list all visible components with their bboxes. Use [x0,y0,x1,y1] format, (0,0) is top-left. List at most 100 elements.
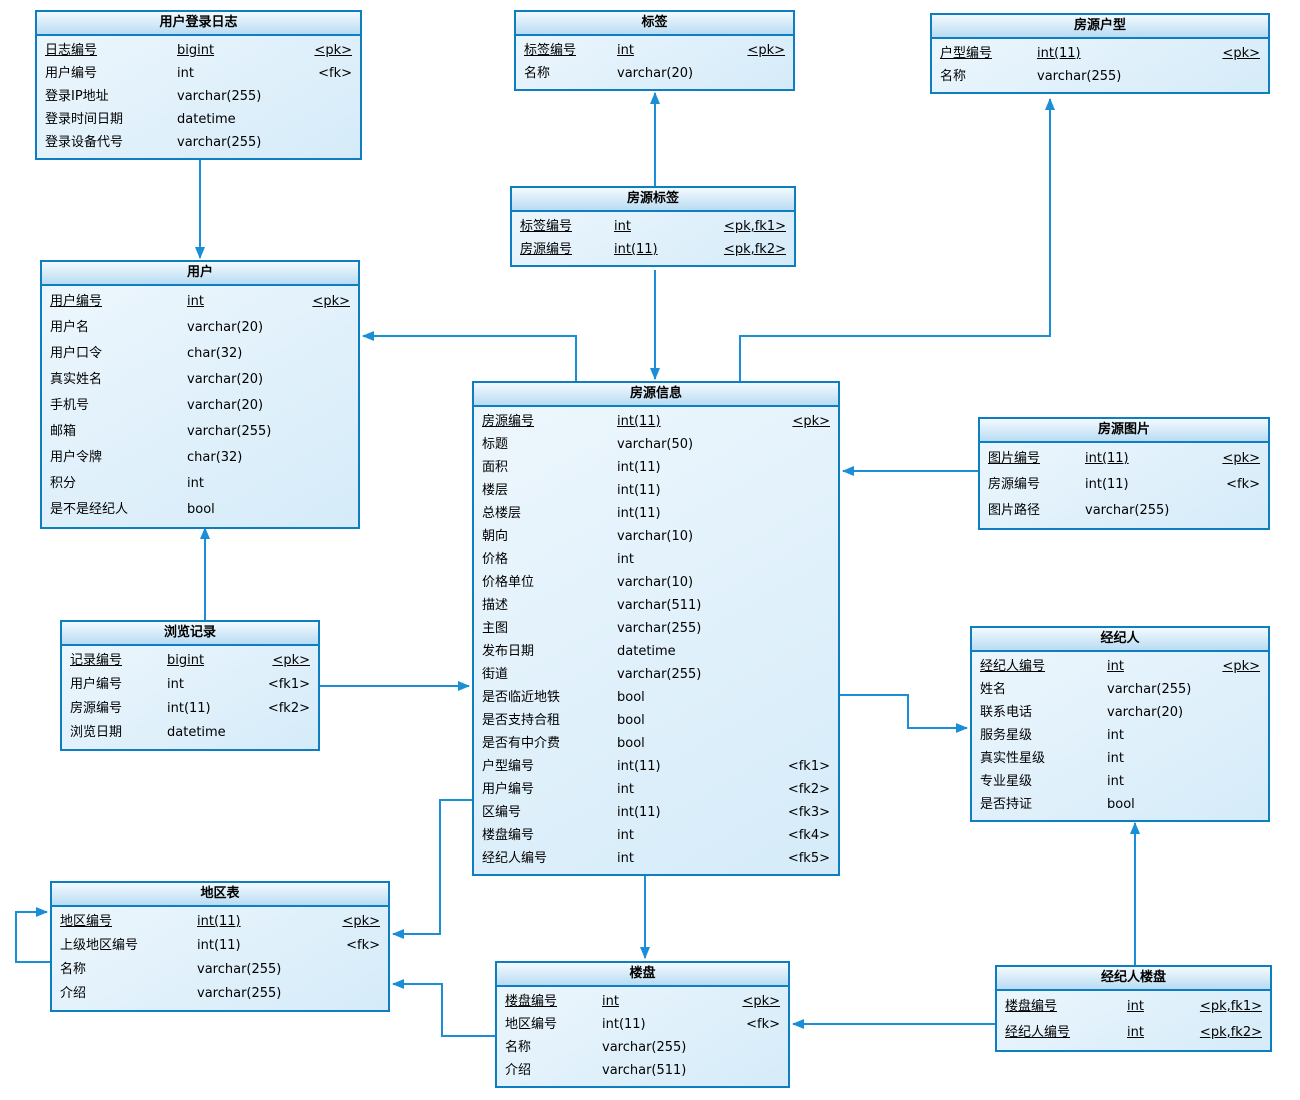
field-type: varchar(255) [1107,682,1192,697]
field-key: <fk3> [787,805,830,820]
field-row: 区编号 int(11) <fk3> [474,801,838,824]
field-key: <pk> [1222,659,1260,674]
field-type: varchar(20) [187,372,264,387]
field-type: varchar(20) [187,398,264,413]
field-name: 日志编号 [45,43,98,58]
field-name: 经纪人编号 [482,851,548,866]
field-name: 登录设备代号 [45,135,124,150]
field-name: 房源编号 [520,242,573,257]
field-type: int [617,828,634,843]
field-type: bigint [177,43,215,58]
field-name: 用户编号 [50,294,103,309]
rel-estate-to-region [392,979,495,1037]
table-title: 楼盘 [497,963,788,987]
field-key: <fk2> [787,782,830,797]
field-name: 主图 [482,621,509,636]
rel-house-info-to-agent [840,694,968,733]
field-name: 上级地区编号 [60,938,139,953]
field-type: int(11) [197,938,241,953]
table-title: 用户登录日志 [37,12,360,36]
rel-house-info-to-region [392,799,472,939]
field-name: 发布日期 [482,644,535,659]
field-type: int(11) [617,805,661,820]
field-row: 地区编号 int(11) <pk> [52,910,388,934]
field-type: varchar(255) [1037,69,1122,84]
field-type: int(11) [617,414,661,429]
field-key: <fk2> [267,701,310,716]
field-name: 用户编号 [482,782,535,797]
field-name: 楼层 [482,483,509,498]
field-type: int [1127,999,1144,1014]
field-name: 名称 [60,962,87,977]
field-name: 地区编号 [60,914,113,929]
field-key: <fk> [346,938,380,953]
field-type: int [617,43,634,58]
field-name: 房源编号 [988,477,1041,492]
field-type: int [177,66,194,81]
field-type: int [617,851,634,866]
field-key: <pk,fk2> [723,242,786,257]
field-name: 图片编号 [988,451,1041,466]
field-name: 区编号 [482,805,522,820]
table-title: 房源户型 [932,15,1268,39]
field-key: <pk> [342,914,380,929]
field-key: <pk,fk1> [1199,999,1262,1014]
field-type: int(11) [602,1017,646,1032]
field-type: varchar(255) [602,1040,687,1055]
field-name: 记录编号 [70,653,123,668]
field-name: 是否有中介费 [482,736,561,751]
field-name: 用户口令 [50,346,103,361]
field-name: 价格 [482,552,509,567]
field-type: bool [1107,797,1135,812]
field-name: 手机号 [50,398,90,413]
field-type: int(11) [617,483,661,498]
field-type: char(32) [187,346,243,361]
field-key: <fk1> [787,759,830,774]
field-name: 邮箱 [50,424,77,439]
field-type: int(11) [197,914,241,929]
field-name: 经纪人编号 [1005,1025,1071,1040]
field-name: 真实性星级 [980,751,1046,766]
field-type: datetime [617,644,676,659]
field-type: datetime [177,112,236,127]
field-row: 手机号 varchar(20) [42,393,358,419]
